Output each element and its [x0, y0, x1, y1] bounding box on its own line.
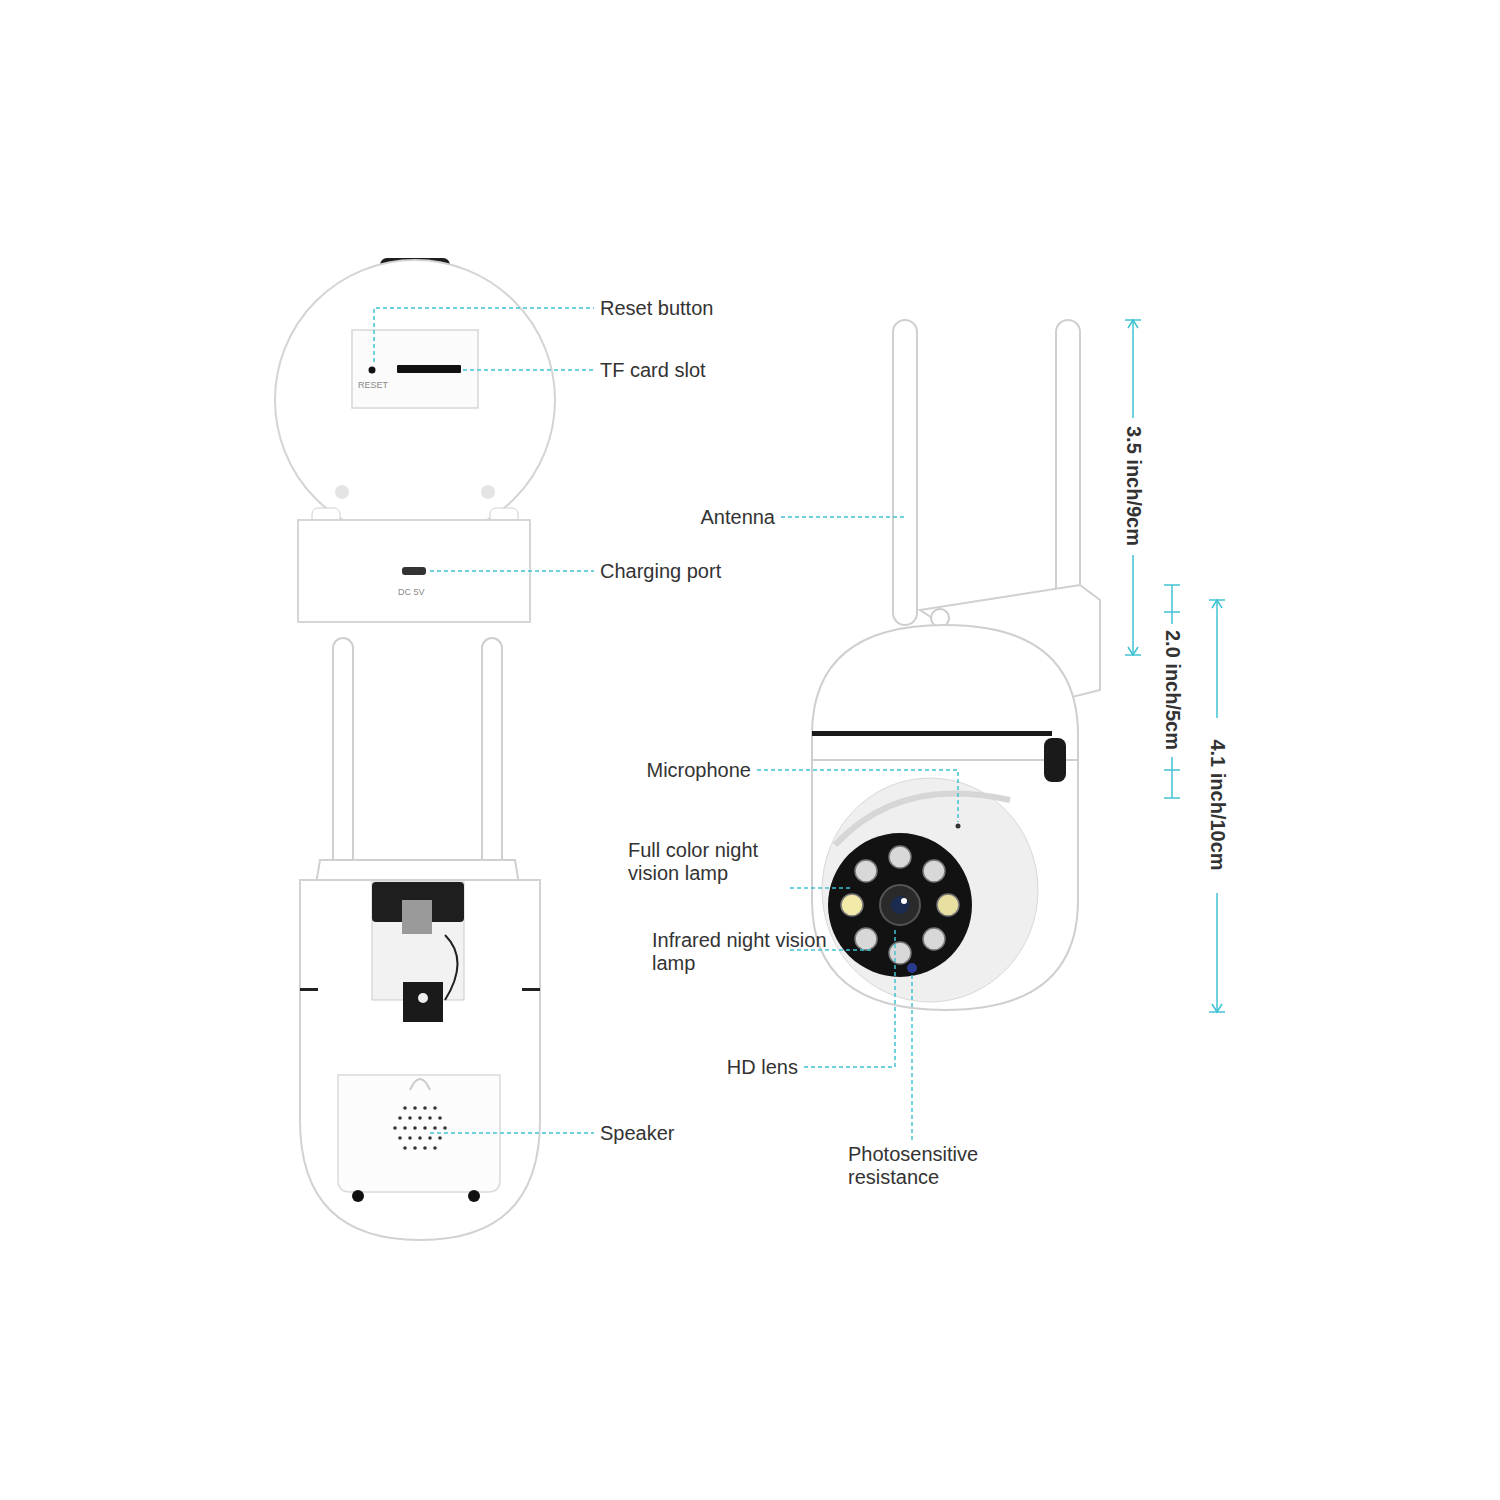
part-label: Photosensitive resistance — [848, 1143, 1008, 1189]
printed-marking: RESET — [358, 380, 388, 390]
part-label: Full color night vision lamp — [628, 839, 803, 885]
dimension-label: 3.5 inch/9cm — [1122, 426, 1145, 546]
part-label: Charging port — [600, 560, 721, 583]
dimension-label: 4.1 inch/10cm — [1206, 739, 1229, 870]
part-label: TF card slot — [600, 359, 706, 382]
part-label: HD lens — [727, 1056, 798, 1079]
part-label: Infrared night vision lamp — [652, 929, 827, 975]
part-label: Antenna — [700, 506, 775, 529]
part-label: Reset button — [600, 297, 713, 320]
part-label: Speaker — [600, 1122, 675, 1145]
dimension-label: 2.0 inch/5cm — [1161, 630, 1184, 750]
printed-marking: DC 5V — [398, 587, 425, 597]
part-label: Microphone — [646, 759, 751, 782]
